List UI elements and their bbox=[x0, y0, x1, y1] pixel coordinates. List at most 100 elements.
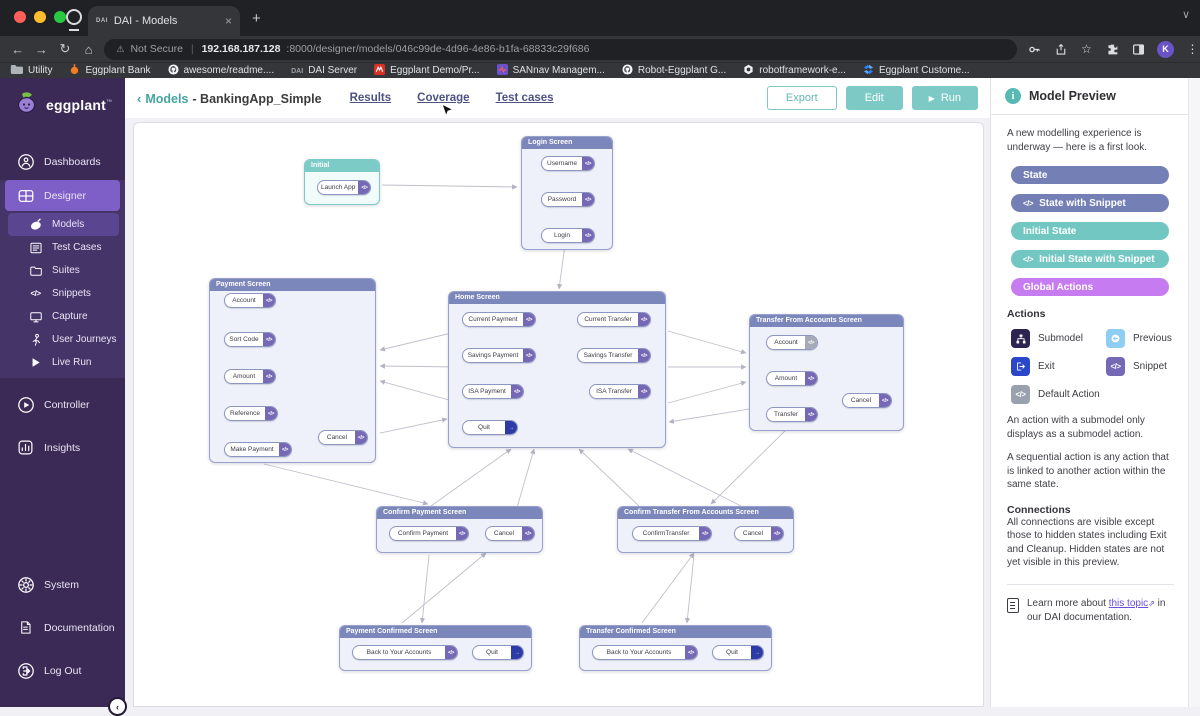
snippet-badge-icon: </> bbox=[638, 313, 650, 326]
action-pill-quit[interactable]: Quit→ bbox=[472, 645, 524, 660]
tab-results[interactable]: Results bbox=[350, 92, 392, 104]
legend-label: Global Actions bbox=[1023, 282, 1093, 293]
action-label: Confirm Payment bbox=[390, 527, 456, 540]
bookmark-item[interactable]: DAIDAI Server bbox=[291, 65, 357, 76]
sidebar-item-insights[interactable]: Insights bbox=[0, 431, 125, 464]
key-icon[interactable] bbox=[1027, 42, 1042, 57]
model-node-initial[interactable]: InitialLaunch App</> bbox=[304, 159, 380, 205]
action-pill-account[interactable]: Account</> bbox=[224, 293, 276, 308]
action-pill-savings-transfer[interactable]: Savings Transfer</> bbox=[577, 348, 651, 363]
maximize-window-button[interactable] bbox=[54, 11, 66, 23]
model-node-login-screen[interactable]: Login ScreenUsername</>Password</>Login<… bbox=[521, 136, 613, 250]
back-icon[interactable]: ← bbox=[6, 42, 30, 57]
minimize-window-button[interactable] bbox=[34, 11, 46, 23]
back-chevron-icon[interactable]: ‹ bbox=[137, 91, 141, 106]
action-pill-amount[interactable]: Amount</> bbox=[224, 369, 276, 384]
bookmark-item[interactable]: Eggplant Custome... bbox=[863, 64, 970, 78]
sidebar-item-capture[interactable]: Capture bbox=[0, 305, 125, 328]
address-bar[interactable]: ⚠ Not Secure | 192.168.187.128:8000/desi… bbox=[104, 39, 1017, 60]
action-pill-amount[interactable]: Amount</> bbox=[766, 371, 818, 386]
home-icon[interactable]: ⌂ bbox=[77, 42, 101, 57]
model-node-transfer-from-accounts-screen[interactable]: Transfer From Accounts ScreenAccount</>A… bbox=[749, 314, 904, 431]
run-button[interactable]: ▶Run bbox=[912, 86, 978, 110]
this-topic-link[interactable]: this topic bbox=[1109, 598, 1148, 609]
browser-tab[interactable]: DAI DAI - Models × bbox=[88, 6, 240, 36]
side-panel-icon[interactable] bbox=[1131, 42, 1146, 57]
sidebar-item-models[interactable]: Models bbox=[8, 213, 119, 236]
action-pill-transfer[interactable]: Transfer</> bbox=[766, 407, 818, 422]
action-pill-account[interactable]: Account</> bbox=[766, 335, 818, 350]
bookmark-item[interactable]: Eggplant Demo/Pr... bbox=[374, 64, 480, 78]
bookmark-item[interactable]: robotframework-e... bbox=[743, 64, 846, 78]
forward-icon[interactable]: → bbox=[30, 42, 54, 57]
bookmark-item[interactable]: awesome/readme.... bbox=[168, 64, 275, 78]
sidebar-item-controller[interactable]: Controller bbox=[0, 388, 125, 421]
action-pill-current-transfer[interactable]: Current Transfer</> bbox=[577, 312, 651, 327]
sidebar-item-user-journeys[interactable]: User Journeys bbox=[0, 328, 125, 351]
action-pill-quit[interactable]: Quit→ bbox=[462, 420, 518, 435]
sidebar-item-log-out[interactable]: Log Out bbox=[0, 654, 125, 687]
sidebar-item-live-run[interactable]: Live Run bbox=[0, 351, 125, 374]
scrollbar-track[interactable] bbox=[1188, 78, 1200, 707]
sidebar-item-designer[interactable]: Designer bbox=[5, 180, 120, 211]
not-secure-label[interactable]: Not Secure bbox=[130, 43, 183, 55]
action-pill-back-to-your-accounts[interactable]: Back to Your Accounts</> bbox=[592, 645, 698, 660]
extensions-puzzle-icon[interactable] bbox=[1105, 42, 1120, 57]
chevron-down-icon[interactable]: ∨ bbox=[1182, 8, 1190, 21]
action-pill-confirmtransfer[interactable]: ConfirmTransfer</> bbox=[632, 526, 712, 541]
snippet-badge-icon: </> bbox=[638, 385, 650, 398]
action-pill-back-to-your-accounts[interactable]: Back to Your Accounts</> bbox=[352, 645, 458, 660]
action-pill-savings-payment[interactable]: Savings Payment</> bbox=[462, 348, 536, 363]
action-pill-cancel[interactable]: Cancel</> bbox=[734, 526, 784, 541]
sidebar-item-dashboards[interactable]: Dashboards bbox=[0, 145, 125, 178]
bookmark-item[interactable]: Eggplant Bank bbox=[69, 64, 150, 78]
action-label: Login bbox=[542, 229, 582, 242]
bookmark-item[interactable]: Robot-Eggplant G... bbox=[622, 64, 726, 78]
bookmark-item[interactable]: SANnav Managem... bbox=[497, 64, 605, 78]
action-pill-isa-payment[interactable]: ISA Payment</> bbox=[462, 384, 524, 399]
edit-button[interactable]: Edit bbox=[846, 86, 903, 110]
export-button[interactable]: Export bbox=[767, 86, 837, 110]
profile-avatar[interactable]: K bbox=[1157, 41, 1174, 58]
model-node-confirm-payment-screen[interactable]: Confirm Payment ScreenConfirm Payment</>… bbox=[376, 506, 543, 553]
model-node-transfer-confirmed-screen[interactable]: Transfer Confirmed ScreenBack to Your Ac… bbox=[579, 625, 772, 671]
model-node-payment-confirmed-screen[interactable]: Payment Confirmed ScreenBack to Your Acc… bbox=[339, 625, 532, 671]
action-pill-reference[interactable]: Reference</> bbox=[224, 406, 278, 421]
action-pill-quit[interactable]: Quit→ bbox=[712, 645, 764, 660]
share-icon[interactable] bbox=[1053, 42, 1068, 57]
action-pill-cancel[interactable]: Cancel</> bbox=[485, 526, 535, 541]
sidebar-item-system[interactable]: System bbox=[0, 568, 125, 601]
action-pill-cancel[interactable]: Cancel</> bbox=[318, 430, 368, 445]
sidebar-item-documentation[interactable]: Documentation bbox=[0, 611, 125, 644]
action-pill-sort-code[interactable]: Sort Code</> bbox=[224, 332, 276, 347]
browser-menu-icon[interactable]: ⋮ bbox=[1185, 42, 1200, 57]
model-canvas[interactable]: InitialLaunch App</>Login ScreenUsername… bbox=[133, 122, 984, 707]
tab-close-icon[interactable]: × bbox=[225, 14, 232, 28]
action-label: Cancel bbox=[843, 394, 879, 407]
model-node-home-screen[interactable]: Home ScreenCurrent Payment</>Savings Pay… bbox=[448, 291, 666, 448]
action-pill-login[interactable]: Login</> bbox=[541, 228, 595, 243]
action-pill-cancel[interactable]: Cancel</> bbox=[842, 393, 892, 408]
tab-test-cases[interactable]: Test cases bbox=[496, 92, 554, 104]
breadcrumb-models-link[interactable]: Models bbox=[145, 92, 188, 106]
reload-icon[interactable]: ↻ bbox=[53, 41, 77, 57]
action-pill-make-payment[interactable]: Make Payment</> bbox=[224, 442, 292, 457]
action-pill-launch-app[interactable]: Launch App</> bbox=[317, 180, 371, 195]
model-node-payment-screen[interactable]: Payment ScreenAccount</>Sort Code</>Amou… bbox=[209, 278, 376, 463]
new-tab-button[interactable]: + bbox=[252, 10, 261, 27]
model-node-confirm-transfer-from-accounts-screen[interactable]: Confirm Transfer From Accounts ScreenCon… bbox=[617, 506, 794, 553]
sidebar-item-suites[interactable]: Suites bbox=[0, 259, 125, 282]
action-pill-password[interactable]: Password</> bbox=[541, 192, 595, 207]
spacer bbox=[0, 135, 125, 145]
sidebar-item-test-cases[interactable]: Test Cases bbox=[0, 236, 125, 259]
action-pill-confirm-payment[interactable]: Confirm Payment</> bbox=[389, 526, 469, 541]
sidebar-item-snippets[interactable]: </>Snippets bbox=[0, 282, 125, 305]
bookmark-star-icon[interactable]: ☆ bbox=[1079, 42, 1094, 57]
bookmark-item[interactable]: Utility bbox=[10, 64, 52, 78]
action-pill-current-payment[interactable]: Current Payment</> bbox=[462, 312, 536, 327]
profile-icon[interactable] bbox=[66, 9, 82, 25]
action-pill-username[interactable]: Username</> bbox=[541, 156, 595, 171]
close-window-button[interactable] bbox=[14, 11, 26, 23]
eggplant-logo[interactable]: eggplant™ bbox=[0, 78, 125, 135]
action-pill-isa-transfer[interactable]: ISA Transfer</> bbox=[589, 384, 651, 399]
